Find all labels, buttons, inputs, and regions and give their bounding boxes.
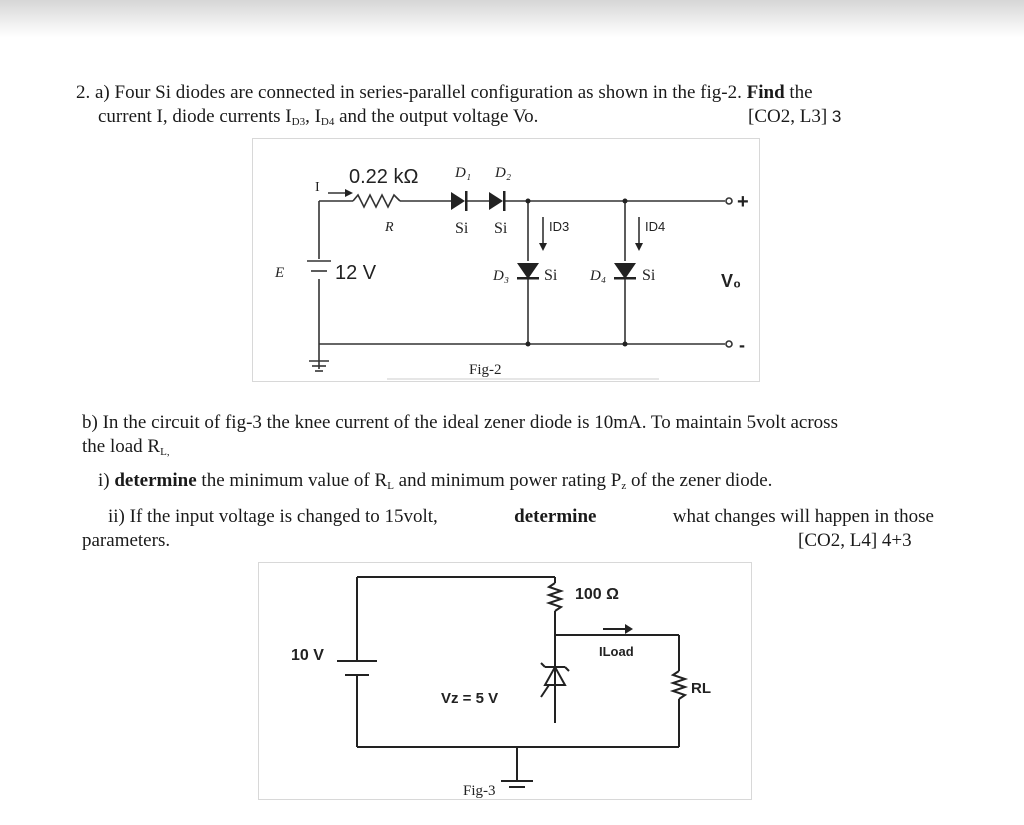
fig2-d4-label: D₄ [589, 268, 606, 284]
fig2-resistor-name: R [384, 220, 394, 235]
q2b-i-text-c: of the zener diode. [626, 470, 773, 491]
fig2-d1-si: Si [455, 220, 469, 237]
fig2-source-value: 12 V [335, 262, 377, 284]
q2b-i-determine: determine [114, 470, 197, 491]
q2a-number: 2. a) [76, 82, 110, 103]
q2a-line2: current I, diode currents ID3, ID4 and t… [98, 106, 539, 128]
q2a-diode-currents-text: diode currents I [172, 106, 292, 127]
fig2-d3-label: D₃ [492, 268, 509, 284]
figure-2-circuit: I 0.22 kΩ R D₁ D₂ Si Si ID3 ID4 E 12 V D… [274, 165, 749, 380]
fig3-caption: Fig-3 [463, 783, 496, 799]
q2b-marks: [CO2, L4] 4+3 [798, 530, 912, 551]
fig2-d1-label: D₁ [454, 165, 471, 181]
figure-2: I 0.22 kΩ R D₁ D₂ Si Si ID3 ID4 E 12 V D… [252, 138, 760, 382]
q2b-ii-text-a: ii) If the input voltage is changed to 1… [108, 506, 438, 527]
q2b-load-sub: L, [160, 446, 170, 458]
fig2-d2-label: D₂ [494, 165, 511, 181]
q2a-sub-d3: D3 [291, 116, 306, 128]
q2b-ii-determine: determine [514, 506, 597, 527]
top-shadow-bar [0, 0, 1024, 38]
q2a-output-text: and the output voltage Vo. [334, 106, 539, 127]
q2b-i-sub-z: z [621, 480, 627, 492]
fig2-minus-terminal: - [739, 335, 745, 355]
fig2-d3-si: Si [544, 267, 558, 284]
q2b-line2: the load RL, [82, 436, 170, 463]
fig2-id4-label: ID4 [645, 219, 665, 234]
q2a-marks-tag: [CO2, L3] [748, 106, 828, 127]
fig2-id3-label: ID3 [549, 219, 569, 234]
q2b-i-sub-l: L [387, 480, 394, 492]
fig2-plus-terminal: + [737, 191, 749, 213]
fig2-source-name: E [274, 265, 284, 281]
q2a-comma-i: , I [305, 106, 321, 127]
q2a-marks: [CO2, L3] 3 [748, 106, 841, 128]
q2b-ii-line2: parameters. [82, 530, 171, 551]
q2a-current-text: current I [98, 106, 163, 127]
q2a-line1: 2. a) Four Si diodes are connected in se… [76, 82, 813, 104]
fig3-resistor-label: 100 Ω [575, 586, 619, 603]
fig2-d2-si: Si [494, 220, 508, 237]
q2a-line1-end: the [789, 82, 813, 103]
fig3-iload-label: ILoad [599, 644, 634, 659]
fig2-caption: Fig-2 [469, 362, 502, 378]
q2b-part-i: i) determine the minimum value of RL and… [98, 470, 772, 497]
q2a-marks-value: 3 [831, 107, 842, 126]
q2a-find-keyword: Find [746, 82, 785, 103]
q2a-line1-text: Four Si diodes are connected in series-p… [114, 82, 742, 103]
fig2-current-label: I [315, 180, 320, 195]
q2b-i-text-b: and minimum power rating P [393, 470, 622, 491]
q2b-ii-text-b: what changes will happen in those [672, 506, 934, 527]
figure-3: 10 V 100 Ω ILoad Vz = 5 V RL Fig-3 [258, 562, 752, 800]
fig2-vo-label: V₀ [721, 271, 741, 291]
figure-3-circuit: 10 V 100 Ω ILoad Vz = 5 V RL Fig-3 [291, 576, 711, 799]
fig3-source-label: 10 V [291, 647, 324, 664]
fig3-vz-label: Vz = 5 V [441, 690, 498, 707]
fig2-resistor-value: 0.22 kΩ [349, 166, 418, 188]
fig2-d4-si: Si [642, 267, 656, 284]
q2b-line1: b) In the circuit of fig-3 the knee curr… [82, 412, 838, 433]
q2b-load-text: the load R [82, 436, 161, 457]
fig3-rl-label: RL [691, 680, 711, 697]
q2b-i-number: i) [98, 470, 110, 491]
q2b-i-text-a: the minimum value of R [201, 470, 388, 491]
q2a-sub-d4: D4 [320, 116, 335, 128]
q2b-part-ii: ii) If the input voltage is changed to 1… [108, 506, 934, 528]
